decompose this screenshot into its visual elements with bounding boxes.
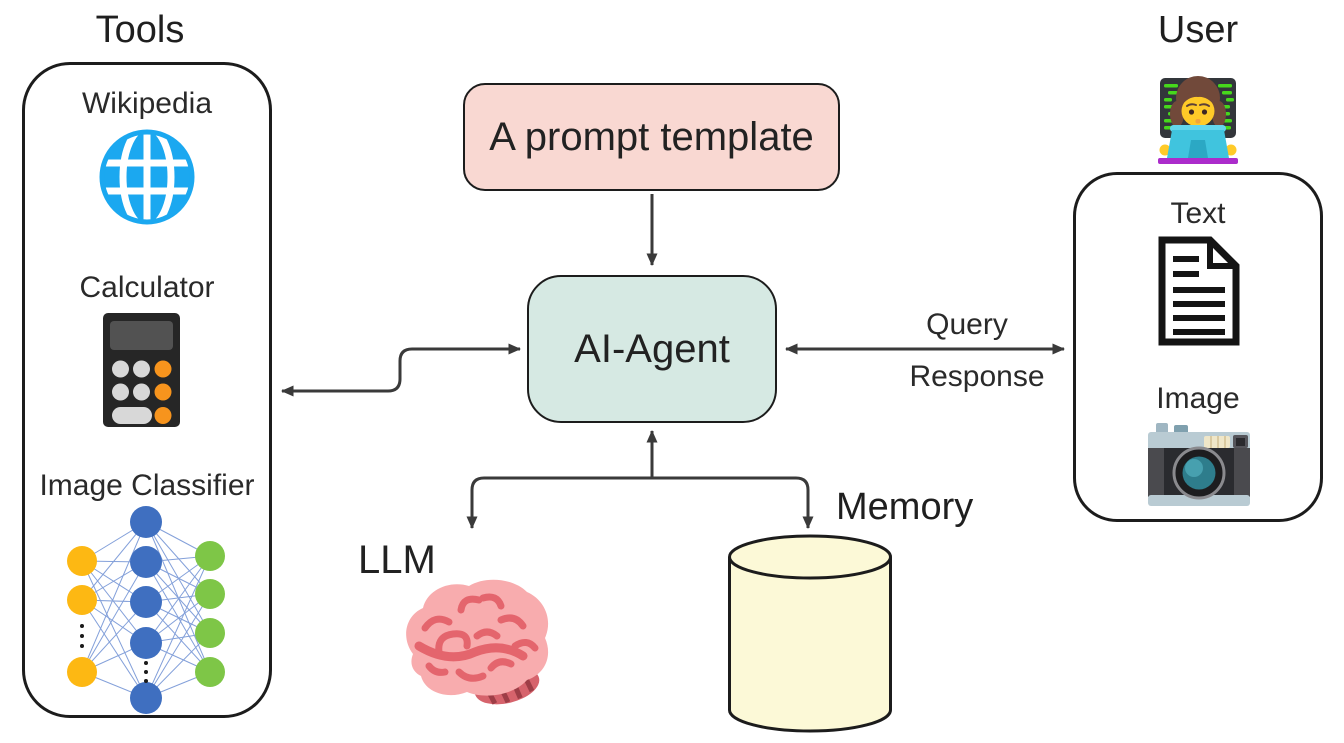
- woman-technologist-icon: [1158, 76, 1238, 164]
- neural-network-icon: [67, 506, 225, 714]
- globe-icon: [99, 129, 195, 225]
- user-box: Text Image: [1073, 172, 1323, 522]
- prompt-template-node: A prompt template: [463, 83, 840, 191]
- camera-icon: [1148, 423, 1250, 506]
- brain-icon: [406, 579, 549, 705]
- ai-agent-node: AI-Agent: [527, 275, 777, 423]
- image-label: Image: [1156, 382, 1240, 415]
- document-icon: [1158, 236, 1240, 346]
- llm-label: LLM: [358, 538, 436, 582]
- tools-box: Wikipedia Calculator Image: [22, 62, 272, 718]
- edge-branch-llm-memory: [466, 476, 814, 529]
- ai-agent-label: AI-Agent: [574, 326, 730, 371]
- calculator-icon: [103, 313, 180, 427]
- tools-title: Tools: [95, 9, 185, 51]
- memory-label: Memory: [836, 486, 974, 528]
- user-title: User: [1157, 9, 1239, 51]
- image-classifier-label: Image Classifier: [39, 469, 255, 502]
- prompt-template-label: A prompt template: [489, 114, 814, 159]
- wikipedia-label: Wikipedia: [81, 87, 213, 120]
- calculator-label: Calculator: [79, 271, 215, 304]
- query-label: Query: [926, 308, 1008, 341]
- response-label: Response: [909, 360, 1045, 393]
- text-label: Text: [1170, 197, 1226, 230]
- edge-agent-tools: [281, 343, 521, 397]
- database-cylinder-icon: [728, 534, 892, 733]
